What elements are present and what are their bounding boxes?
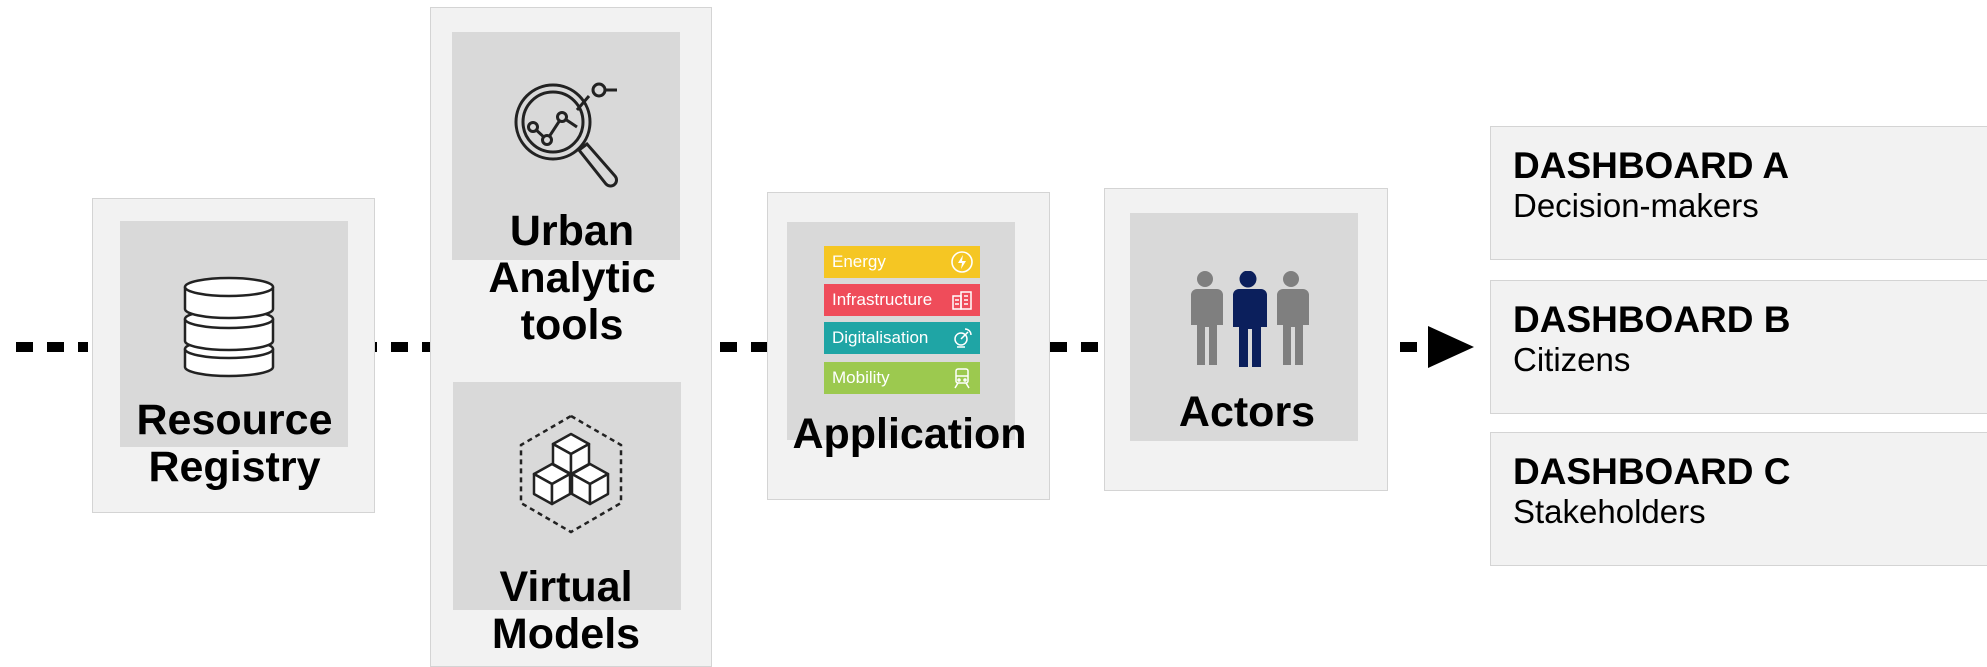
category-infrastructure: Infrastructure bbox=[824, 284, 980, 316]
flow-line-segment bbox=[720, 342, 768, 352]
dashboard-subtitle: Citizens bbox=[1513, 341, 1631, 378]
urban-analytic-icon-box bbox=[452, 32, 680, 260]
flow-line-segment bbox=[1050, 342, 1112, 352]
dashboard-a-card: DASHBOARD A Decision-makers bbox=[1490, 126, 1987, 260]
label-line: tools bbox=[520, 301, 624, 349]
buildings-icon bbox=[952, 291, 972, 310]
category-label: Digitalisation bbox=[832, 328, 929, 347]
train-icon bbox=[954, 368, 970, 389]
label-line: Virtual bbox=[499, 563, 633, 611]
application-label: Application bbox=[792, 410, 1027, 458]
virtual-models-label: Virtual Models bbox=[431, 564, 701, 658]
label-line: Resource bbox=[136, 396, 333, 444]
people-icon bbox=[1191, 271, 1309, 367]
database-icon bbox=[183, 276, 275, 378]
resource-registry-panel: Resource Registry bbox=[92, 198, 375, 513]
label-line: Registry bbox=[148, 443, 321, 491]
lightning-icon bbox=[951, 251, 973, 273]
dashboard-title: DASHBOARD B bbox=[1513, 299, 1791, 340]
category-mobility: Mobility bbox=[824, 362, 980, 394]
dashboard-title: DASHBOARD A bbox=[1513, 145, 1790, 186]
label-line: Urban bbox=[509, 207, 635, 255]
actors-panel: Actors bbox=[1104, 188, 1388, 491]
label-line: Models bbox=[491, 610, 641, 658]
category-label: Infrastructure bbox=[832, 290, 933, 309]
flow-line-segment bbox=[16, 342, 88, 352]
category-digitalisation: Digitalisation bbox=[824, 322, 980, 354]
application-panel: Energy Infrastructure Digitalisation Mob… bbox=[767, 192, 1050, 500]
resource-registry-label: Resource Registry bbox=[93, 397, 376, 491]
cubes-icon bbox=[519, 414, 623, 534]
category-label: Energy bbox=[832, 252, 886, 271]
flow-line-segment bbox=[1400, 342, 1448, 352]
urban-analytic-label: Urban Analytic tools bbox=[431, 208, 713, 349]
satellite-icon bbox=[954, 328, 972, 348]
label-line: Analytic bbox=[488, 254, 656, 302]
arrow-head-icon bbox=[1428, 326, 1474, 368]
category-label: Mobility bbox=[832, 368, 890, 387]
actors-label: Actors bbox=[1178, 388, 1316, 436]
flow-line-segment bbox=[360, 342, 432, 352]
dashboard-c-card: DASHBOARD C Stakeholders bbox=[1490, 432, 1987, 566]
dashboard-title: DASHBOARD C bbox=[1513, 451, 1791, 492]
dashboard-subtitle: Decision-makers bbox=[1513, 187, 1759, 224]
magnifier-chart-icon bbox=[514, 82, 618, 188]
application-category-list: Energy Infrastructure Digitalisation Mob… bbox=[824, 246, 980, 396]
dashboard-b-card: DASHBOARD B Citizens bbox=[1490, 280, 1987, 414]
dashboard-subtitle: Stakeholders bbox=[1513, 493, 1706, 530]
analytics-models-panel: Urban Analytic tools Virtual Models bbox=[430, 7, 712, 667]
category-energy: Energy bbox=[824, 246, 980, 278]
